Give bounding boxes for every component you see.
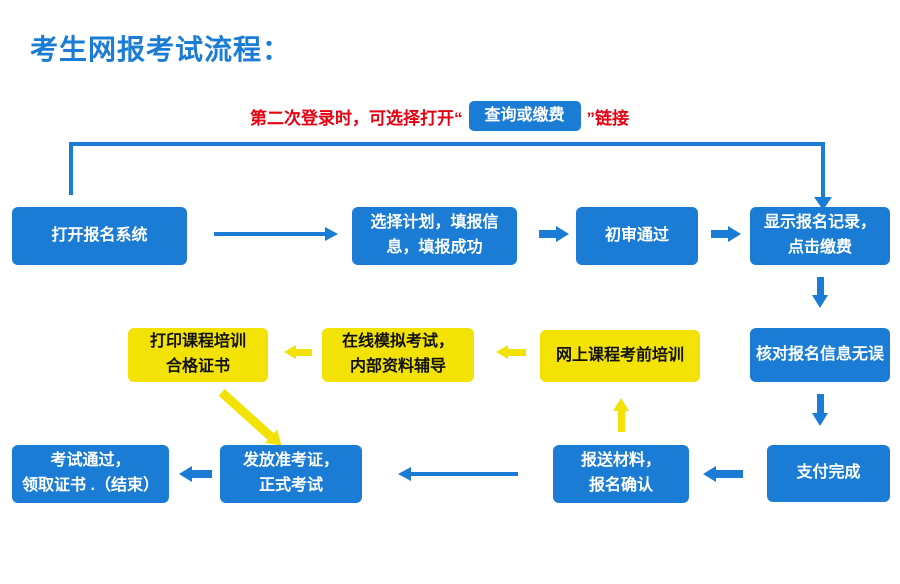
arrow-step8-step9-icon	[179, 466, 212, 482]
query-or-pay-button[interactable]: 查询或缴费	[468, 101, 581, 131]
arrow-step5-step6-icon	[812, 394, 828, 426]
node-online-course: 网上课程考前培训	[540, 330, 700, 382]
connector-down-arrowhead-icon	[814, 197, 832, 210]
arrow-print-step8-icon	[217, 386, 288, 453]
node-mock-exam: 在线模拟考试， 内部资料辅导	[322, 328, 474, 382]
arrow-mock-print-icon	[284, 345, 312, 359]
arrow-step3-step4-icon	[711, 226, 741, 242]
arrow-step6-step7-icon	[703, 466, 743, 482]
node-print-cert: 打印课程培训 合格证书	[128, 328, 268, 382]
page-title: 考生网报考试流程：	[30, 34, 292, 65]
arrow-course-mock-icon	[496, 345, 526, 359]
arrow-step7-step8-icon	[398, 467, 518, 481]
arrow-step7-course-icon	[613, 398, 629, 432]
note-prefix: 第二次登录时，可选择打开“	[250, 108, 463, 128]
node-verify-info: 核对报名信息无误	[750, 328, 890, 382]
arrow-step2-step3-icon	[539, 226, 569, 242]
node-payment-done: 支付完成	[767, 445, 890, 502]
connector-right-vertical	[821, 142, 825, 198]
node-show-record-pay: 显示报名记录， 点击缴费	[750, 207, 890, 265]
node-submit-materials: 报送材料， 报名确认	[553, 445, 689, 503]
second-login-note: 第二次登录时，可选择打开“ 查询或缴费 ”链接	[250, 100, 629, 132]
node-open-system: 打开报名系统	[12, 207, 187, 265]
connector-left-vertical	[69, 142, 73, 195]
connector-horizontal	[69, 142, 825, 146]
node-select-plan: 选择计划，填报信 息，填报成功	[352, 207, 517, 265]
arrow-step4-step5-icon	[812, 277, 828, 308]
arrow-step1-step2-icon	[214, 227, 338, 241]
node-first-review: 初审通过	[576, 207, 698, 265]
node-exam-pass-end: 考试通过， 领取证书 .（结束）	[12, 445, 169, 503]
note-suffix: ”链接	[586, 108, 630, 128]
node-admission-ticket: 发放准考证， 正式考试	[220, 445, 362, 503]
